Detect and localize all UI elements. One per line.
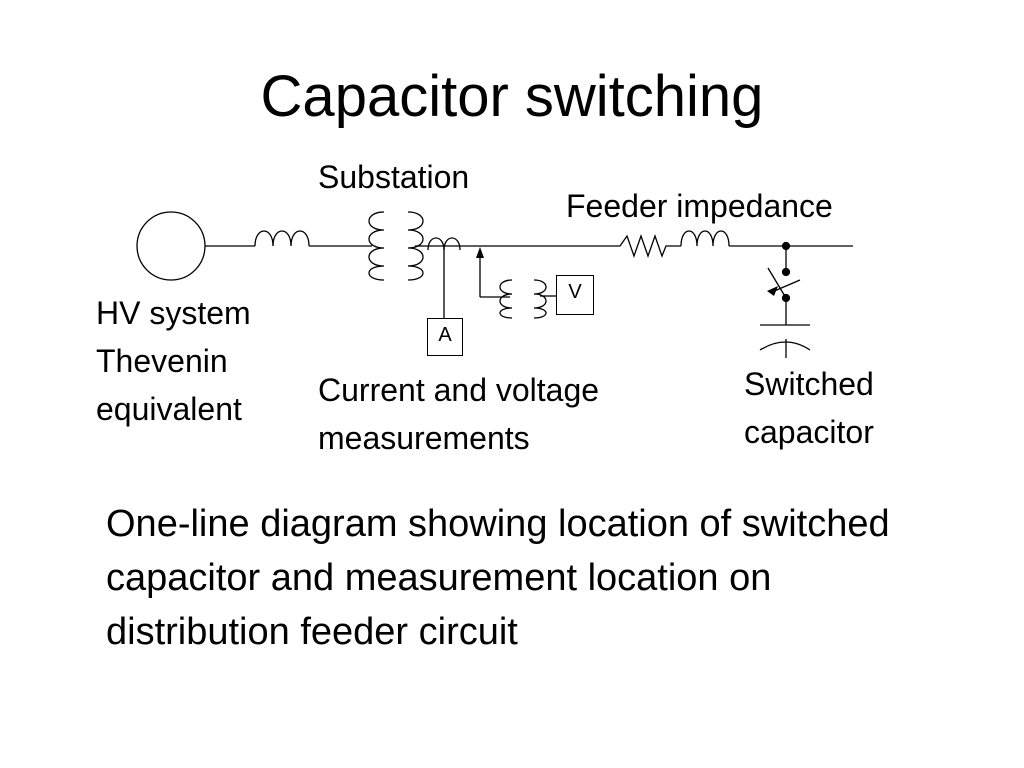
ammeter: A <box>427 318 463 356</box>
hv-system-label-line1: HV system <box>96 295 251 331</box>
feeder-inductor-symbol <box>680 230 730 247</box>
slide-caption: One-line diagram showing location of swi… <box>106 503 890 653</box>
measurements-label-line1: Current and voltage <box>318 372 600 408</box>
feeder-impedance-label: Feeder impedance <box>566 188 833 224</box>
hv-system-label-line3: equivalent <box>96 391 242 427</box>
voltage-tap-arrow <box>476 247 510 298</box>
substation-label: Substation <box>318 159 470 195</box>
capacitor-switch-symbol <box>767 267 801 303</box>
slide-title: Capacitor switching <box>260 64 764 129</box>
switched-capacitor-label-line1: Switched <box>744 366 874 402</box>
voltmeter: V <box>556 275 594 315</box>
switched-capacitor-label-line2: capacitor <box>744 414 874 450</box>
capacitor-symbol <box>759 324 811 358</box>
hv-system-label-line2: Thevenin <box>96 343 228 379</box>
hv-source-symbol <box>136 211 206 281</box>
measurements-label-line2: measurements <box>318 420 530 456</box>
feeder-resistor-symbol <box>613 234 681 258</box>
source-inductor-symbol <box>254 230 310 247</box>
substation-transformer-symbol <box>368 211 424 281</box>
potential-transformer-symbol <box>499 279 547 319</box>
